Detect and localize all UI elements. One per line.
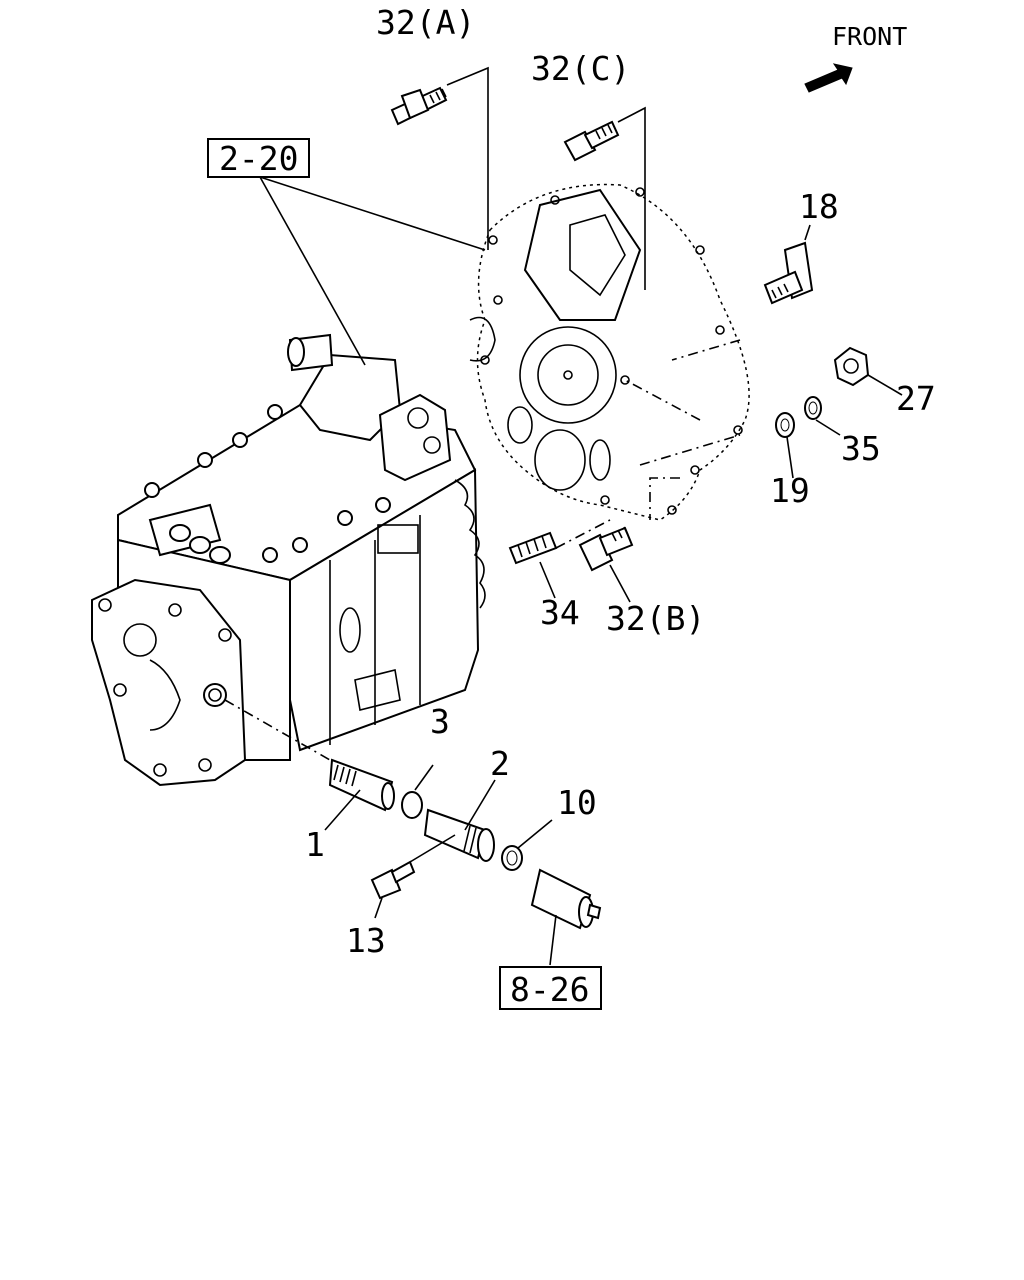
o-ring-10 bbox=[501, 845, 523, 871]
ref-box-2-20[interactable]: 2-20 bbox=[207, 138, 310, 178]
sensor bbox=[530, 868, 602, 930]
o-ring-3 bbox=[401, 791, 423, 819]
callout-27: 27 bbox=[896, 379, 936, 418]
stud-34 bbox=[508, 531, 558, 565]
front-arrow-icon bbox=[804, 63, 853, 93]
leader-lines bbox=[224, 66, 903, 966]
callout-2: 2 bbox=[490, 744, 510, 783]
bolt-13 bbox=[370, 860, 416, 900]
callout-3: 3 bbox=[430, 702, 450, 741]
transmission-case bbox=[91, 333, 486, 787]
ref-box-8-26[interactable]: 8-26 bbox=[499, 966, 602, 1010]
ref-box-8-26-label: 8-26 bbox=[510, 970, 589, 1009]
sleeve-2 bbox=[423, 808, 495, 862]
front-indicator: FRONT bbox=[804, 22, 907, 93]
callout-35: 35 bbox=[841, 429, 881, 468]
callout-32b: 32(B) bbox=[606, 599, 705, 638]
shaft-1 bbox=[328, 758, 395, 812]
bolt-32c bbox=[563, 120, 620, 162]
bolt-32b bbox=[578, 526, 634, 572]
washer-19 bbox=[775, 412, 795, 438]
callout-10: 10 bbox=[557, 783, 597, 822]
callout-32a: 32(A) bbox=[376, 3, 475, 42]
front-label: FRONT bbox=[832, 22, 907, 51]
callout-19: 19 bbox=[770, 471, 810, 510]
callout-13: 13 bbox=[346, 921, 386, 960]
callouts: 32(A) 32(C) 18 27 35 19 34 32(B) 3 2 10 … bbox=[305, 3, 936, 960]
callout-18: 18 bbox=[799, 187, 839, 226]
nut-27 bbox=[833, 346, 870, 387]
ref-box-2-20-label: 2-20 bbox=[219, 139, 298, 178]
lock-washer-35 bbox=[804, 396, 822, 420]
clutch-housing bbox=[469, 183, 750, 521]
bolt-18 bbox=[763, 241, 814, 305]
callout-34: 34 bbox=[540, 593, 580, 632]
callout-1: 1 bbox=[305, 825, 325, 864]
callout-32c: 32(C) bbox=[531, 49, 630, 88]
bolt-32a bbox=[390, 86, 448, 126]
